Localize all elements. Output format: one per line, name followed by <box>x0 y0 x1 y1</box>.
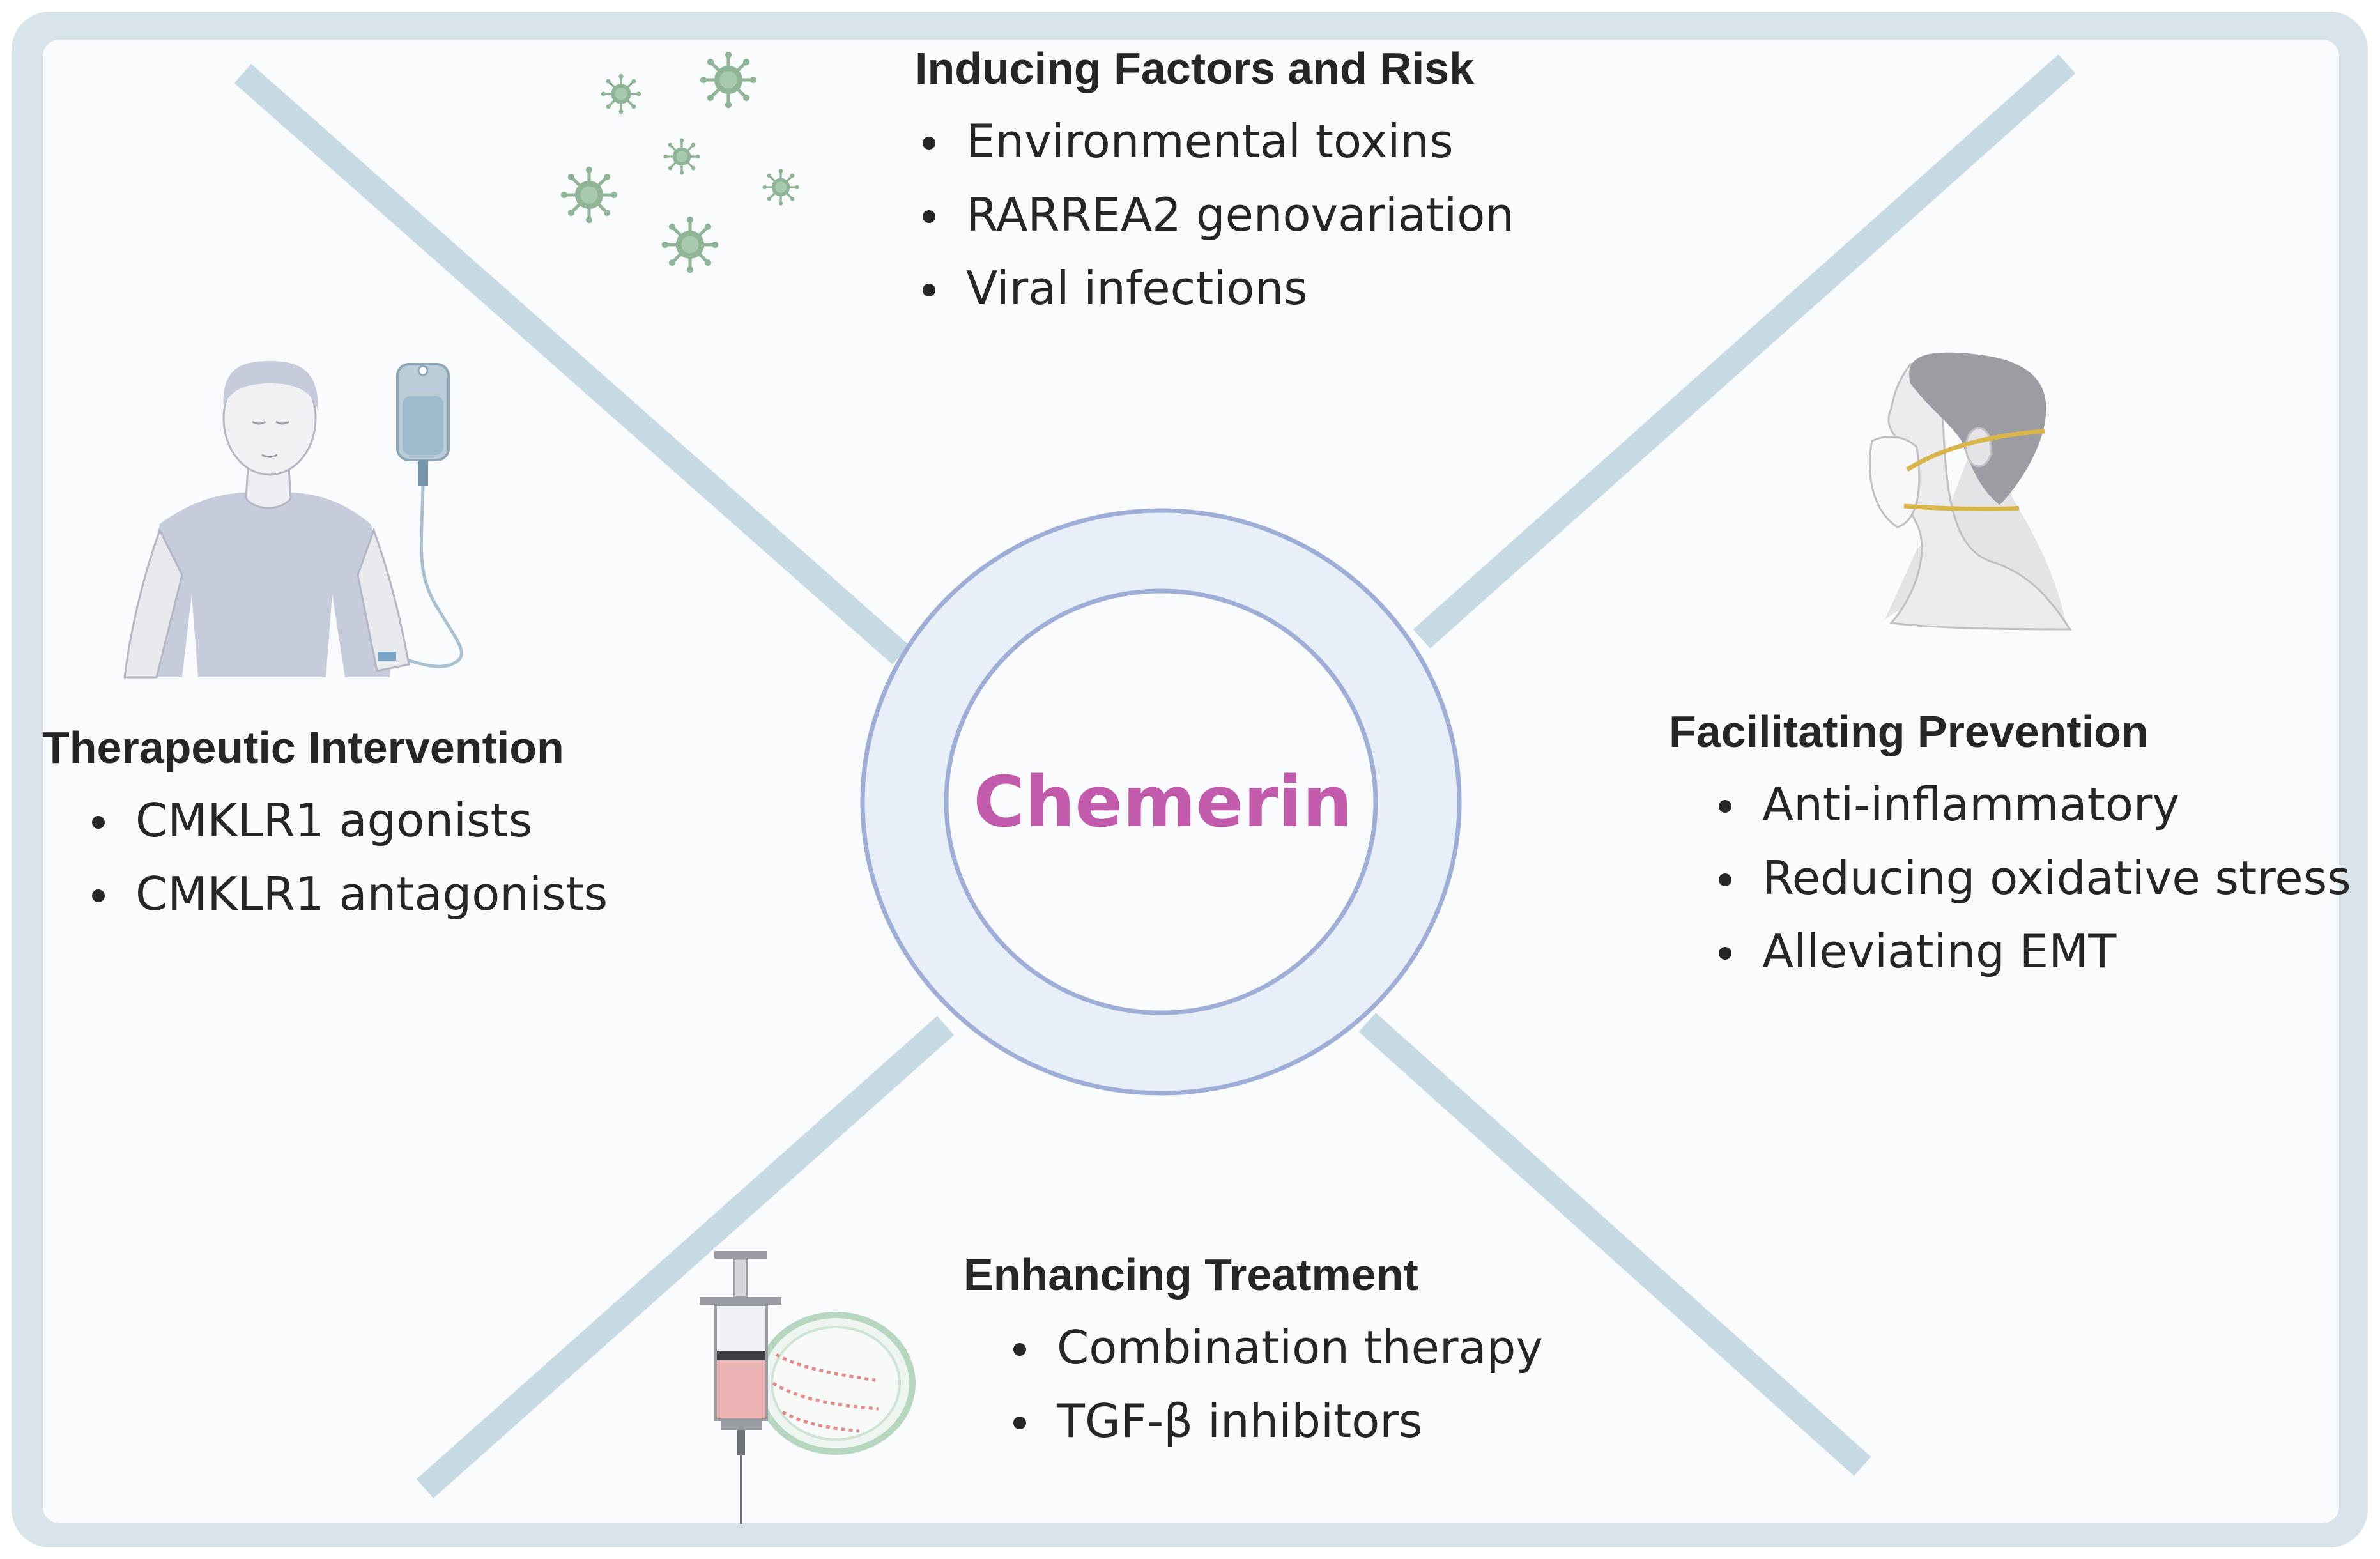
inducing-factors-list: Environmental toxins RARREA2 genovariati… <box>915 105 1514 325</box>
face-mask-person-icon <box>1868 352 2072 631</box>
inducing-factors-block: Inducing Factors and Risk Environmental … <box>915 46 1514 325</box>
list-item: Reducing oxidative stress <box>1711 841 2351 915</box>
patient-iv-drip-icon <box>123 361 463 679</box>
diagonal-bars <box>234 54 2076 1498</box>
therapeutic-intervention-title: Therapeutic Intervention <box>42 723 564 772</box>
therapeutic-intervention-block: Therapeutic Intervention CMKLR1 agonists… <box>42 725 608 931</box>
inducing-factors-title: Inducing Factors and Risk <box>915 43 1475 93</box>
therapeutic-intervention-list: CMKLR1 agonists CMKLR1 antagonists <box>84 784 608 931</box>
syringe-petri-dish-icon <box>700 1251 916 1524</box>
diagonal-bar-top-left <box>234 64 910 664</box>
enhancing-treatment-block: Enhancing Treatment Combination therapy … <box>964 1252 1543 1458</box>
diagonal-bar-top-right <box>1413 54 2076 649</box>
center-label: Chemerin <box>973 761 1353 843</box>
central-ring <box>860 508 1462 1096</box>
diagonal-bar-bottom-right <box>1358 1013 1871 1476</box>
list-item: RARREA2 genovariation <box>915 178 1514 252</box>
list-item: Combination therapy <box>1006 1311 1543 1385</box>
list-item: TGF-β inhibitors <box>1006 1385 1543 1458</box>
list-item: Environmental toxins <box>915 105 1514 178</box>
enhancing-treatment-list: Combination therapy TGF-β inhibitors <box>1006 1311 1543 1458</box>
facilitating-prevention-block: Facilitating Prevention Anti-inflammator… <box>1669 709 2351 988</box>
list-item: CMKLR1 agonists <box>84 784 608 857</box>
list-item: Anti-inflammatory <box>1711 768 2351 841</box>
facilitating-prevention-list: Anti-inflammatory Reducing oxidative str… <box>1711 768 2351 988</box>
list-item: Alleviating EMT <box>1711 915 2351 988</box>
list-item: CMKLR1 antagonists <box>84 857 608 931</box>
list-item: Viral infections <box>915 252 1514 325</box>
virus-icon <box>561 52 801 273</box>
diagonal-bar-bottom-left <box>416 1016 955 1498</box>
facilitating-prevention-title: Facilitating Prevention <box>1669 707 2149 756</box>
enhancing-treatment-title: Enhancing Treatment <box>964 1250 1418 1300</box>
